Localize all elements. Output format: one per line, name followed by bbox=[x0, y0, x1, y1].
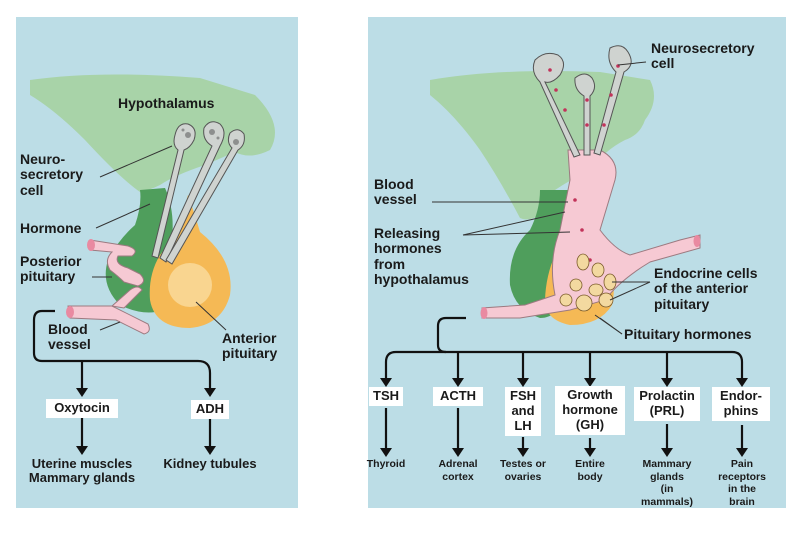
target-testes-ovaries: Testes or ovaries bbox=[500, 458, 546, 483]
right-flow-lines bbox=[384, 316, 744, 450]
hypothalamus-shape bbox=[30, 74, 275, 192]
hormone-box-fsh-lh: FSH and LH bbox=[505, 387, 541, 436]
hormone-box-oxytocin: Oxytocin bbox=[46, 399, 118, 418]
label-hypothalamus: Hypothalamus bbox=[118, 95, 215, 111]
target-pain-receptors: Pain receptors in the brain bbox=[718, 458, 766, 508]
hormone-box-prolactin: Prolactin (PRL) bbox=[634, 387, 700, 421]
target-kidney-tubules: Kidney tubules bbox=[163, 456, 257, 471]
hypothalamus-shape-right bbox=[430, 71, 654, 220]
label-anterior-pituitary: Anterior pituitary bbox=[222, 330, 278, 362]
label-releasing-hormones: Releasing hormones from hypothalamus bbox=[374, 225, 469, 288]
left-leader-lines bbox=[92, 145, 227, 331]
left-arrowheads bbox=[76, 388, 216, 455]
label-blood-vessel-right: Blood vessel bbox=[374, 176, 417, 208]
endocrine-cells bbox=[559, 253, 617, 312]
target-adrenal-cortex: Adrenal cortex bbox=[438, 458, 478, 483]
label-hormone: Hormone bbox=[20, 220, 82, 236]
blood-vessel-left bbox=[67, 239, 150, 335]
neurosecretory-cells-left bbox=[151, 121, 245, 265]
hormone-box-adh: ADH bbox=[191, 400, 229, 419]
neurosecretory-cells-right bbox=[532, 45, 632, 158]
portal-vessel bbox=[481, 149, 701, 319]
anterior-pituitary-shape bbox=[149, 195, 231, 328]
target-thyroid: Thyroid bbox=[366, 458, 406, 470]
label-posterior-pituitary: Posterior pituitary bbox=[20, 253, 82, 285]
right-leader-lines bbox=[432, 61, 651, 335]
label-neurosecretory-cell-left: Neuro- secretory cell bbox=[20, 151, 84, 198]
label-pituitary-hormones: Pituitary hormones bbox=[624, 326, 752, 342]
hormone-box-tsh: TSH bbox=[369, 387, 403, 406]
label-neurosecretory-cell-right: Neurosecretory cell bbox=[651, 40, 755, 72]
hormone-box-acth: ACTH bbox=[433, 387, 483, 406]
target-uterine-mammary: Uterine muscles Mammary glands bbox=[28, 456, 136, 486]
target-mammary-glands: Mammary glands (in mammals) bbox=[641, 458, 693, 508]
label-blood-vessel-left: Blood vessel bbox=[48, 321, 91, 353]
hormone-box-endorphins: Endor- phins bbox=[712, 387, 770, 421]
right-arrowheads bbox=[380, 378, 748, 457]
hormone-box-growth-hormone: Growth hormone (GH) bbox=[555, 386, 625, 435]
left-flow-lines bbox=[32, 309, 212, 448]
target-entire-body: Entire body bbox=[575, 458, 605, 483]
label-endocrine-cells: Endocrine cells of the anterior pituitar… bbox=[654, 265, 758, 312]
